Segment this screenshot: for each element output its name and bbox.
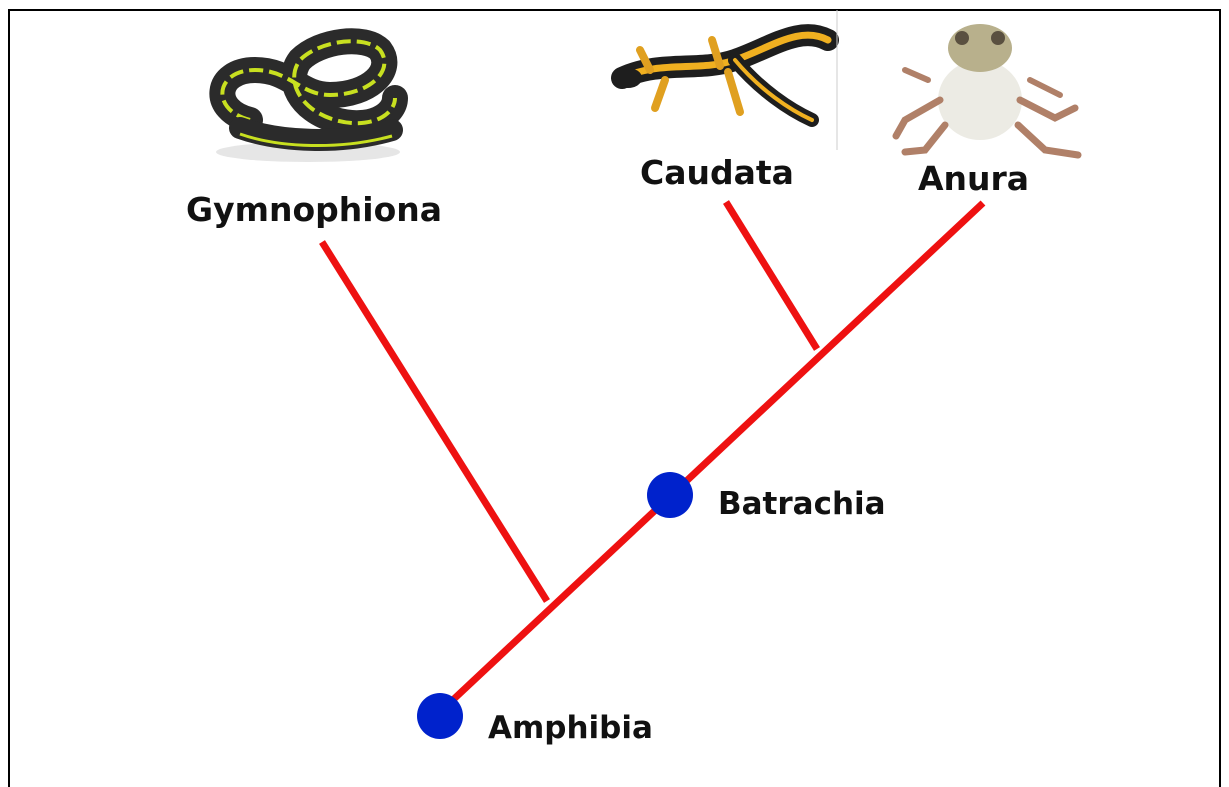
label-gymnophiona: Gymnophiona [186,190,442,229]
branch-trunk [440,203,983,712]
branch-gymnophiona [322,242,547,601]
node-batrachia [647,472,693,518]
salamander-illustration [614,10,837,150]
caecilian-illustration [216,41,400,162]
node-amphibia [417,693,463,739]
label-batrachia: Batrachia [718,486,886,522]
label-anura: Anura [918,159,1029,198]
label-amphibia: Amphibia [488,710,653,746]
label-caudata: Caudata [640,153,794,192]
frog-illustration [896,24,1078,155]
branch-caudata [726,202,817,349]
